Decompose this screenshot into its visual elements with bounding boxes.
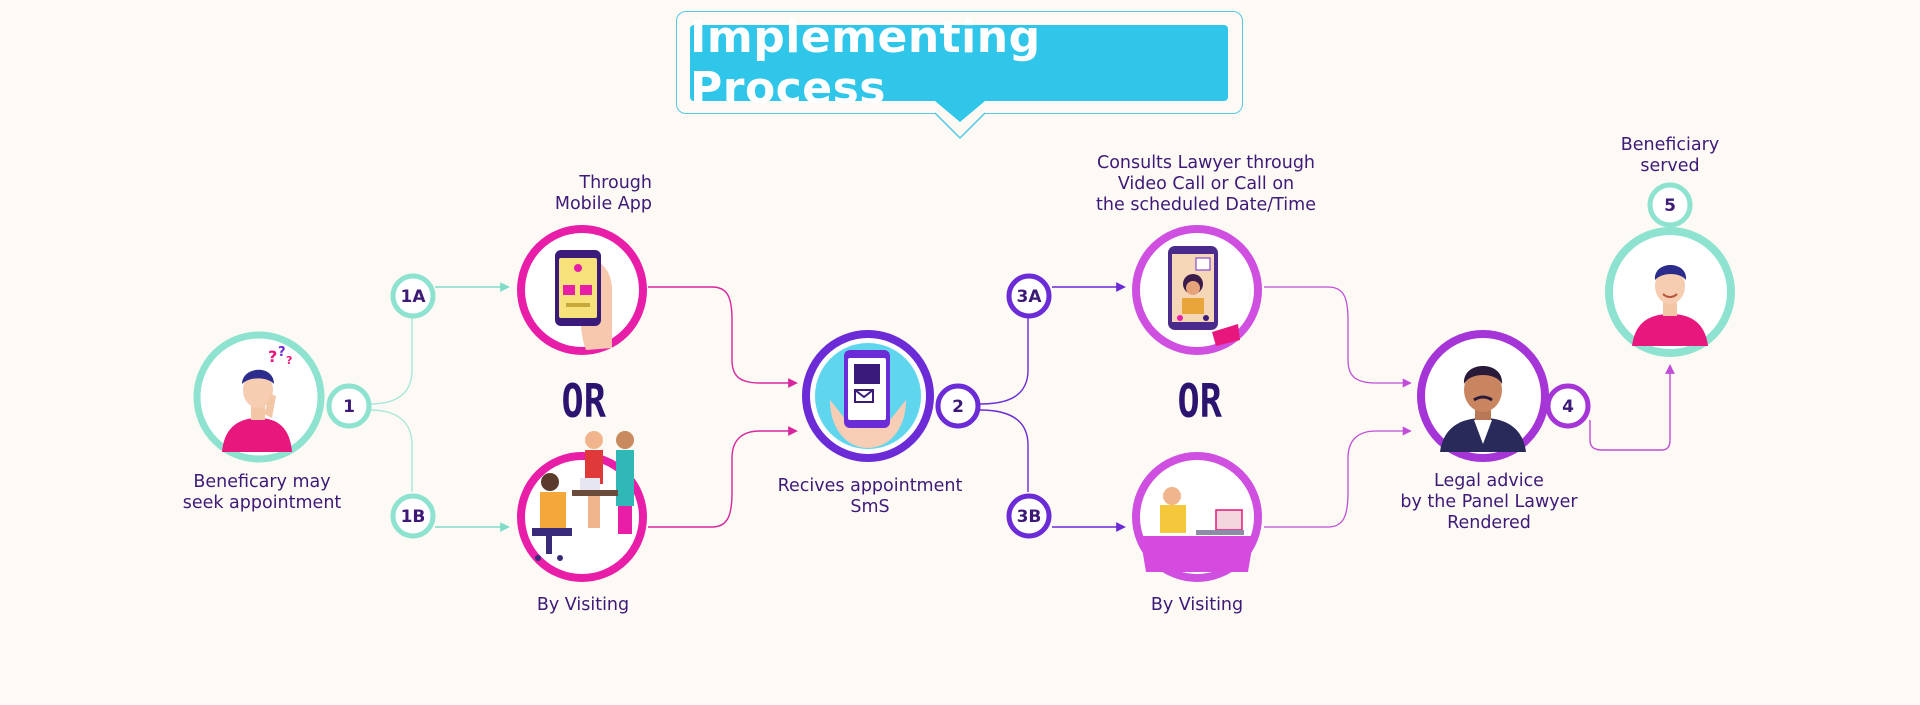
badge-3a: 3A — [1006, 273, 1052, 319]
step-2-node — [802, 330, 934, 462]
label-step-3a: Consults Lawyer through Video Call or Ca… — [1096, 153, 1316, 215]
step-1a-node — [517, 225, 647, 355]
person-standing-icon — [585, 450, 603, 484]
badge-4: 4 — [1545, 383, 1591, 429]
step-1-node: ? ? ? — [193, 331, 325, 463]
person-woman-icon — [616, 450, 634, 506]
badge-3b-text: 3B — [1017, 507, 1042, 527]
badge-2-text: 2 — [952, 397, 964, 417]
svg-text:?: ? — [286, 354, 292, 367]
label-step-4: Legal advice by the Panel Lawyer Rendere… — [1400, 471, 1578, 533]
connector-5 — [1589, 364, 1675, 451]
label-step-2: Recives appointment SmS — [777, 476, 963, 517]
page-title: Implementing Process — [690, 12, 1041, 114]
connector-2 — [648, 286, 798, 528]
person-face-icon — [243, 372, 273, 408]
person-seated-icon — [540, 492, 566, 528]
title-pointer-fill — [935, 101, 985, 122]
label-step-3b: By Visiting — [1150, 595, 1244, 615]
served-person-shirt-icon — [1632, 314, 1708, 346]
laptop-icon — [1215, 509, 1243, 531]
badge-1: 1 — [326, 383, 372, 429]
title-banner: Implementing Process — [690, 12, 1228, 114]
badge-4-text: 4 — [1562, 397, 1574, 417]
step-3a-node — [1132, 225, 1262, 355]
badge-1b: 1B — [390, 493, 436, 539]
badge-3a-text: 3A — [1017, 287, 1043, 307]
question-marks-icon: ? — [268, 347, 277, 366]
badge-1a: 1A — [390, 273, 436, 319]
connector-3 — [979, 282, 1126, 532]
title-pointer — [934, 112, 986, 140]
step-5-node — [1605, 227, 1735, 357]
label-step-5: Beneficiary served — [1620, 135, 1720, 176]
badge-1b-text: 1B — [401, 507, 426, 527]
step-4-node — [1417, 330, 1549, 462]
step-3b-node — [1132, 452, 1262, 582]
connector-4 — [1264, 286, 1412, 528]
badge-3b: 3B — [1006, 493, 1052, 539]
label-step-1: Beneficary may seek appointment — [182, 472, 342, 513]
label-step-1a: Through Mobile App — [554, 173, 652, 214]
person-shirt-icon — [222, 418, 292, 452]
person-typing-icon — [1163, 487, 1181, 505]
served-person-face-icon — [1655, 268, 1685, 304]
lawyer-face-icon — [1464, 368, 1502, 412]
or-separator-right: OR — [1177, 374, 1222, 428]
svg-text:?: ? — [278, 345, 286, 360]
badge-2: 2 — [935, 383, 981, 429]
connector-1 — [369, 282, 510, 532]
badge-5-text: 5 — [1664, 196, 1676, 216]
badge-1a-text: 1A — [401, 287, 427, 307]
label-step-1b: By Visiting — [536, 595, 630, 615]
step-1b-node — [517, 431, 647, 582]
desk-icon — [572, 490, 618, 496]
badge-5: 5 — [1647, 182, 1693, 228]
badge-1-text: 1 — [343, 397, 355, 417]
or-separator-left: OR — [561, 374, 606, 428]
